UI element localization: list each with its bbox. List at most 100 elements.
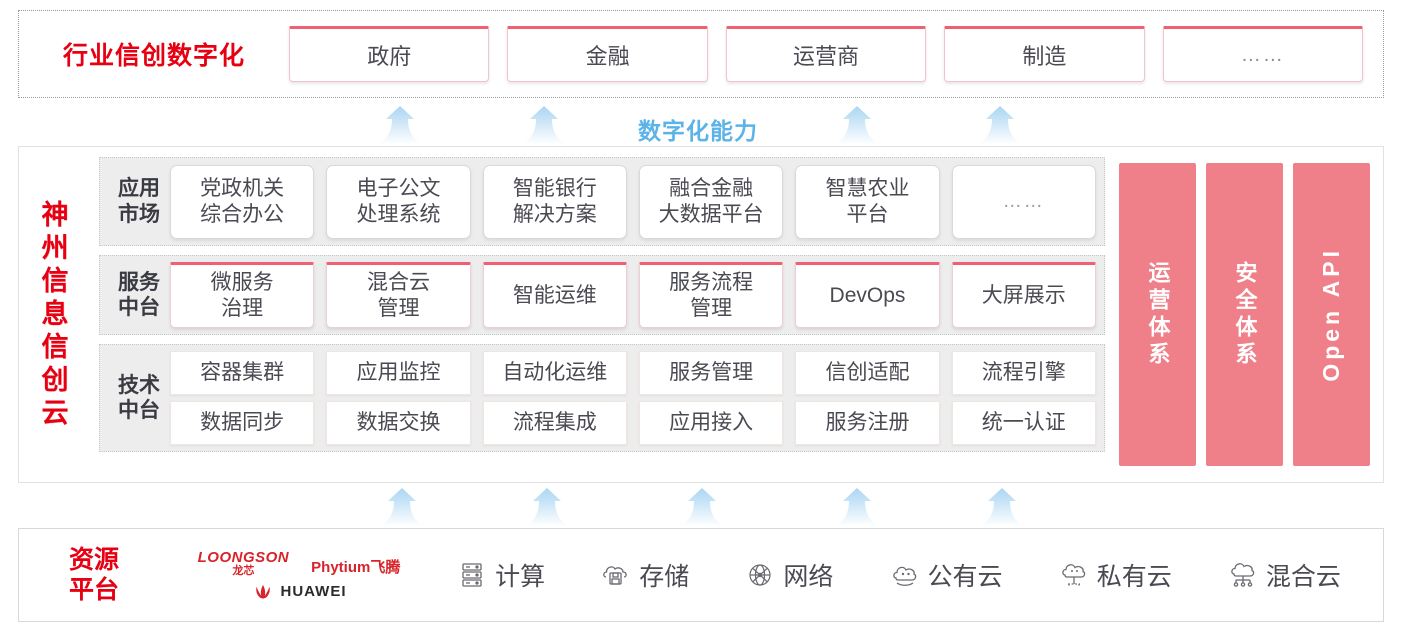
tech-platform-line-2: 数据同步 数据交换 流程集成 应用接入 服务注册 统一认证	[170, 401, 1096, 445]
up-arrow-icon	[833, 106, 881, 144]
up-arrow-icon	[678, 488, 726, 526]
resource-item-network[interactable]: 网络	[745, 557, 833, 593]
resource-item-public-cloud[interactable]: 公有云	[890, 557, 1003, 593]
cell-microservice-governance[interactable]: 微服务治理	[170, 262, 315, 328]
tech-platform-line-1: 容器集群 应用监控 自动化运维 服务管理 信创适配 流程引擎	[170, 351, 1096, 395]
cell-unified-auth[interactable]: 统一认证	[951, 401, 1096, 445]
huawei-logo: HUAWEI	[252, 583, 347, 600]
cloud-title-char: 信	[41, 266, 69, 297]
cell-process-engine[interactable]: 流程引擎	[951, 351, 1096, 395]
up-arrow-icon	[523, 488, 571, 526]
up-arrow-icon	[520, 106, 568, 144]
pillar-label: 运营体系	[1145, 260, 1171, 369]
up-arrow-icon	[833, 488, 881, 526]
up-arrow-icon	[378, 488, 426, 526]
cell-government-office[interactable]: 党政机关综合办公	[170, 164, 315, 239]
cloud-title-char: 云	[41, 397, 69, 428]
pillar-group: 运营体系 安全体系 Open API	[1115, 157, 1371, 472]
resource-item-compute[interactable]: 计算	[457, 557, 545, 593]
cloud-title-char: 创	[41, 364, 69, 395]
cloud-title-char: 信	[41, 331, 69, 362]
industry-card-carrier[interactable]: 运营商	[725, 26, 927, 82]
cloud-row-stack: 应用 市场 党政机关综合办公 电子公文处理系统 智能银行解决方案 融合金融大数据…	[99, 157, 1105, 472]
industry-card-more[interactable]: ……	[1162, 26, 1364, 82]
loongson-logo: LOONGSON 龙芯	[197, 549, 290, 577]
pillar-label: 安全体系	[1232, 260, 1258, 369]
industry-card-list: 政府 金融 运营商 制造 ……	[289, 26, 1383, 82]
row-tech-platform: 技术 中台 容器集群 应用监控 自动化运维 服务管理 信创适配 流程引擎 数据同…	[99, 344, 1105, 452]
service-platform-cells: 微服务治理 混合云管理 智能运维 服务流程管理 DevOps 大屏展示	[170, 262, 1096, 328]
cell-bigscreen-display[interactable]: 大屏展示	[951, 262, 1096, 328]
cell-smart-bank-solution[interactable]: 智能银行解决方案	[482, 164, 627, 239]
cell-application-monitoring[interactable]: 应用监控	[326, 351, 471, 395]
pillar-operation-system[interactable]: 运营体系	[1119, 163, 1196, 466]
cell-service-process-management[interactable]: 服务流程管理	[638, 262, 784, 328]
cloud-title-char: 州	[41, 233, 69, 264]
cloud-panel-title: 神 州 信 息 信 创 云	[19, 147, 91, 482]
cell-smart-agriculture-platform[interactable]: 智慧农业平台	[795, 164, 940, 239]
up-arrow-icon	[978, 488, 1026, 526]
tech-platform-cells: 容器集群 应用监控 自动化运维 服务管理 信创适配 流程引擎 数据同步 数据交换…	[170, 351, 1096, 445]
phytium-logo: Phytium飞腾	[311, 559, 401, 576]
pillar-open-api[interactable]: Open API	[1293, 163, 1370, 466]
capability-label: 数字化能力	[638, 118, 758, 144]
cell-data-exchange[interactable]: 数据交换	[326, 401, 471, 445]
row-application-market: 应用 市场 党政机关综合办公 电子公文处理系统 智能银行解决方案 融合金融大数据…	[99, 157, 1105, 246]
pillar-security-system[interactable]: 安全体系	[1206, 163, 1283, 466]
cell-finance-bigdata-platform[interactable]: 融合金融大数据平台	[638, 164, 784, 239]
industry-card-government[interactable]: 政府	[289, 26, 490, 82]
cell-service-management[interactable]: 服务管理	[638, 351, 784, 395]
row-label-tech-platform: 技术 中台	[118, 373, 160, 422]
vendor-logo-row-1: LOONGSON 龙芯 Phytium飞腾	[198, 550, 401, 577]
row-label-service-platform: 服务 中台	[118, 270, 160, 319]
industry-band: 行业信创数字化 政府 金融 运营商 制造 ……	[18, 10, 1384, 98]
resource-item-hybrid-cloud[interactable]: 混合云	[1228, 557, 1341, 593]
cloud-panel-body: 应用 市场 党政机关综合办公 电子公文处理系统 智能银行解决方案 融合金融大数据…	[91, 147, 1383, 482]
row-label-application-market: 应用 市场	[118, 177, 160, 226]
industry-card-manufacturing[interactable]: 制造	[944, 26, 1145, 82]
server-icon	[457, 560, 487, 590]
public-cloud-icon	[890, 560, 920, 590]
network-globe-icon	[745, 560, 775, 590]
hybrid-cloud-icon	[1228, 560, 1258, 590]
huawei-wordmark: HUAWEI	[280, 583, 347, 600]
cell-intelligent-ops[interactable]: 智能运维	[482, 262, 627, 328]
cloud-title-char: 息	[41, 299, 69, 330]
resource-platform-title: 资源 平台	[68, 546, 119, 604]
pillar-label: Open API	[1318, 247, 1344, 382]
cloud-panel: 神 州 信 息 信 创 云 应用 市场 党政机关综合办公 电子公文处理系统	[18, 146, 1384, 483]
cloud-title-char: 神	[41, 200, 69, 231]
cell-process-integration[interactable]: 流程集成	[482, 401, 627, 445]
up-arrow-icon	[976, 106, 1024, 144]
cell-devops[interactable]: DevOps	[795, 262, 940, 328]
capability-arrow-row: 数字化能力	[0, 104, 1402, 144]
huawei-flower-icon	[252, 584, 274, 600]
industry-card-finance[interactable]: 金融	[507, 26, 708, 82]
resource-arrow-row	[0, 488, 1402, 526]
cell-xinchuang-adaptation[interactable]: 信创适配	[795, 351, 940, 395]
cell-application-access[interactable]: 应用接入	[638, 401, 784, 445]
cell-data-sync[interactable]: 数据同步	[170, 401, 315, 445]
resource-item-label: 公有云	[927, 563, 1003, 591]
resource-item-label: 网络	[783, 563, 834, 591]
up-arrow-icon	[376, 106, 424, 144]
cell-edoc-system[interactable]: 电子公文处理系统	[326, 164, 471, 239]
resource-item-label: 混合云	[1265, 563, 1341, 591]
resource-item-label: 私有云	[1096, 563, 1172, 591]
cell-automated-ops[interactable]: 自动化运维	[482, 351, 627, 395]
row-service-platform: 服务 中台 微服务治理 混合云管理 智能运维 服务流程管理 DevOps 大屏展	[99, 255, 1105, 335]
resource-item-list: 计算 存储	[429, 557, 1383, 593]
resource-platform-panel: 资源 平台 LOONGSON 龙芯 Phytium飞腾 HUAWEI	[18, 528, 1384, 622]
cell-application-more[interactable]: ……	[951, 164, 1096, 239]
resource-item-private-cloud[interactable]: 私有云	[1059, 557, 1172, 593]
cell-service-registry[interactable]: 服务注册	[795, 401, 940, 445]
vendor-logo-group: LOONGSON 龙芯 Phytium飞腾 HUAWEI	[169, 550, 429, 600]
cell-container-cluster[interactable]: 容器集群	[170, 351, 315, 395]
private-cloud-icon	[1059, 560, 1089, 590]
resource-item-label: 存储	[639, 563, 690, 591]
application-market-cells: 党政机关综合办公 电子公文处理系统 智能银行解决方案 融合金融大数据平台 智慧农…	[170, 164, 1096, 239]
cell-hybrid-cloud-management[interactable]: 混合云管理	[326, 262, 471, 328]
resource-item-label: 计算	[495, 563, 546, 591]
resource-item-storage[interactable]: 存储	[601, 557, 689, 593]
cloud-storage-icon	[601, 560, 631, 590]
